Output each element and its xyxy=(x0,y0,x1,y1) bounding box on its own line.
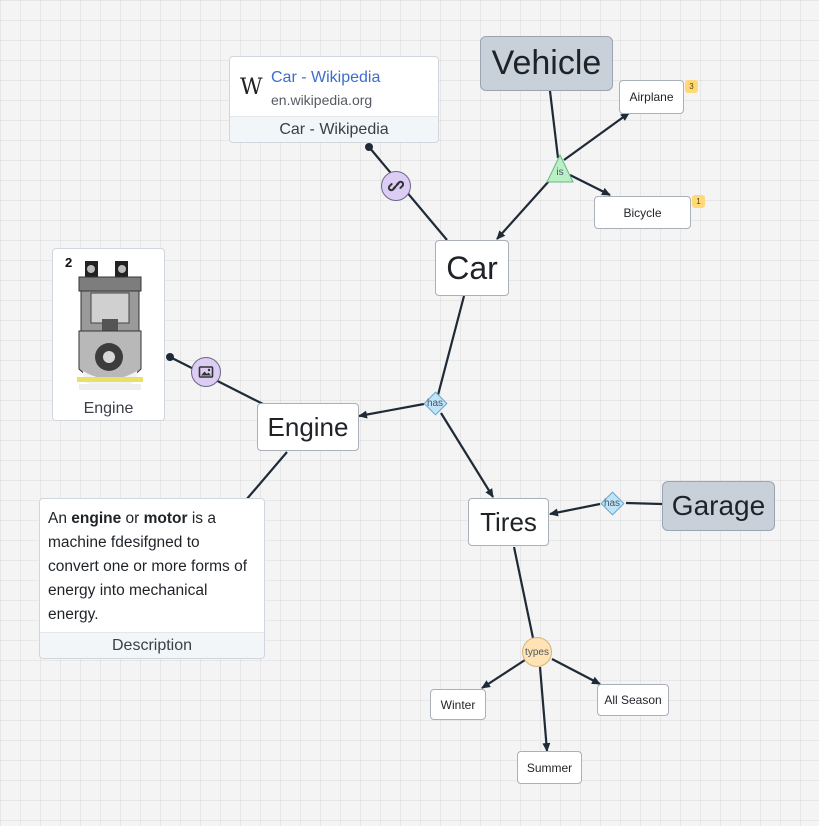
types-connector[interactable]: types xyxy=(522,637,552,667)
image-count: 2 xyxy=(65,255,73,270)
wiki-card-caption: Car - Wikipedia xyxy=(230,116,438,142)
triangle-icon xyxy=(546,153,574,183)
has-connector-garage-label: has xyxy=(603,497,621,509)
node-summer[interactable]: Summer xyxy=(517,751,582,784)
wiki-link-title[interactable]: Car - Wikipedia xyxy=(271,69,381,86)
node-garage[interactable]: Garage xyxy=(662,481,775,531)
node-winter[interactable]: Winter xyxy=(430,689,486,720)
link-attachment-button[interactable] xyxy=(381,171,411,201)
edge-garage-has xyxy=(625,501,663,506)
edge-types-winter xyxy=(481,659,526,689)
wiki-anchor-dot xyxy=(365,143,373,151)
edge-tires-types xyxy=(512,546,535,639)
edge-has-tires-2 xyxy=(549,502,601,517)
has-connector-car-label: has xyxy=(426,397,444,409)
edge-is-airplane xyxy=(563,112,630,161)
description-text: An engine or motor is a machine fdesifgn… xyxy=(48,510,247,623)
wikipedia-icon: W xyxy=(240,75,263,100)
link-icon xyxy=(388,180,404,192)
image-attachment-button[interactable] xyxy=(191,357,221,387)
is-connector-label: is xyxy=(556,166,564,178)
has-connector-car[interactable]: has xyxy=(424,392,446,414)
node-airplane[interactable]: Airplane xyxy=(619,80,684,114)
is-connector[interactable]: is xyxy=(545,153,575,183)
edge-car-has xyxy=(436,295,466,396)
node-tires[interactable]: Tires xyxy=(468,498,549,546)
engine-image-card[interactable]: 2 Engine xyxy=(52,248,165,421)
badge-bicycle: 1 xyxy=(692,195,705,208)
node-vehicle[interactable]: Vehicle xyxy=(480,36,613,91)
description-card-caption: Description xyxy=(40,632,264,658)
edge-is-car xyxy=(496,180,550,240)
image-icon xyxy=(198,366,214,378)
has-connector-garage[interactable]: has xyxy=(601,492,623,514)
edge-is-bicycle xyxy=(569,174,611,196)
node-car[interactable]: Car xyxy=(435,240,509,296)
wiki-link-card[interactable]: W Car - Wikipedia en.wikipedia.org Car -… xyxy=(229,56,439,143)
image-anchor-dot xyxy=(166,353,174,361)
edge-engine-description xyxy=(245,451,288,501)
edge-vehicle-is xyxy=(548,90,560,159)
badge-airplane: 3 xyxy=(685,80,698,93)
wiki-link-url: en.wikipedia.org xyxy=(271,92,373,108)
node-engine[interactable]: Engine xyxy=(257,403,359,451)
edge-types-summer xyxy=(538,666,551,752)
node-all-season[interactable]: All Season xyxy=(597,684,669,716)
node-bicycle[interactable]: Bicycle xyxy=(594,196,691,229)
engine-piston-image xyxy=(77,261,143,390)
image-card-caption: Engine xyxy=(53,398,164,420)
edge-types-allseason xyxy=(551,658,601,685)
description-term-motor: motor xyxy=(143,510,188,527)
edge-has-tires xyxy=(440,412,494,498)
edge-has-engine xyxy=(358,402,425,419)
description-term-engine: engine xyxy=(71,510,122,527)
description-card[interactable]: An engine or motor is a machine fdesifgn… xyxy=(39,498,265,659)
